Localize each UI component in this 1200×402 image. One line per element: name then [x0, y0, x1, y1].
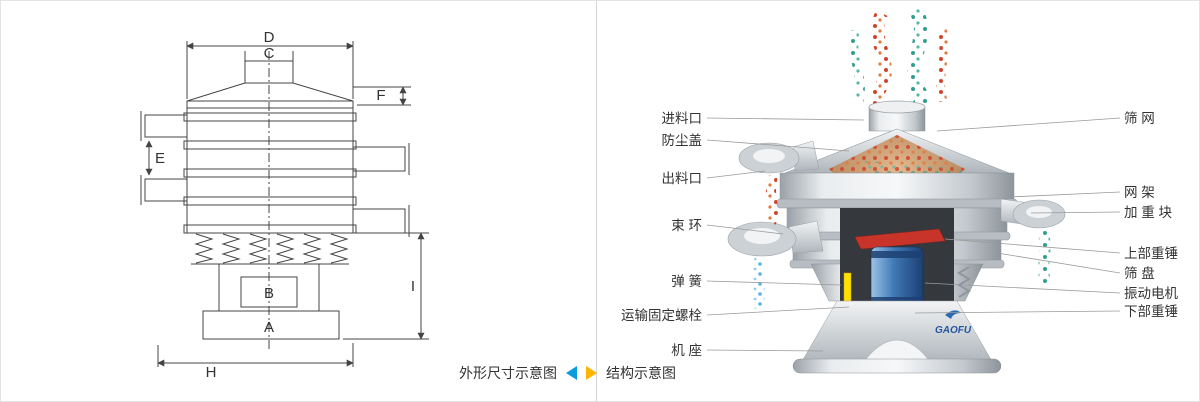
label-upper-weight: 上部重锤 [1124, 246, 1178, 261]
machine-base-part [792, 300, 1002, 374]
machine-illustration: GAOFU [727, 5, 1066, 374]
left-outlets [727, 140, 824, 257]
structure-diagram-panel: GAOFU [597, 1, 1199, 401]
sieve-body-drawing [183, 108, 357, 234]
left-diagram-caption: 外形尺寸示意图 [459, 365, 557, 381]
label-screen-mesh: 筛 网 [1124, 111, 1155, 126]
red-particles-falling [766, 174, 778, 225]
teal-particles-falling [1037, 229, 1053, 288]
spring-coil-right [957, 266, 971, 298]
right-outlet-pipes-drawing [353, 143, 410, 237]
right-outlet [1000, 198, 1066, 229]
dimension-label-E: E [155, 150, 165, 167]
label-spring: 弹 簧 [671, 274, 702, 289]
dimension-F-lines [353, 86, 411, 106]
dimension-I-lines [343, 232, 429, 340]
dimension-label-A: A [264, 319, 274, 336]
label-clamp-ring: 束 环 [671, 218, 702, 233]
label-feed-inlet: 进料口 [662, 111, 703, 126]
caption-bar: 外形尺寸示意图 结构示意图 [459, 363, 676, 383]
base-drawing [202, 264, 340, 340]
structure-drawing: GAOFU [621, 5, 1178, 374]
label-vibration-motor: 振动电机 [1124, 286, 1178, 301]
dimension-label-D: D [264, 29, 275, 46]
blue-particles-falling [750, 257, 766, 312]
label-machine-base: 机 座 [671, 343, 702, 358]
incoming-particle-streams [849, 5, 949, 119]
upper-weight-part [854, 228, 946, 250]
panel-divider [596, 1, 597, 401]
dimension-label-C: C [264, 45, 275, 62]
label-lower-weight: 下部重锤 [1124, 304, 1178, 319]
spring-part [843, 272, 852, 304]
dimension-label-H: H [206, 364, 217, 381]
label-transport-fixing-bolt: 运输固定螺栓 [621, 308, 702, 323]
label-dust-cover: 防尘盖 [662, 133, 703, 148]
dimension-label-I: I [411, 278, 415, 295]
lid-drawing [186, 82, 354, 109]
left-outlet-pipes-drawing [140, 111, 187, 205]
left-arrow-icon [566, 366, 577, 380]
dimension-label-F: F [376, 87, 385, 104]
dimension-diagram-panel: D C F E B A H I [1, 1, 596, 401]
right-arrow-icon [586, 366, 597, 380]
label-screen-pan: 筛 盘 [1124, 265, 1155, 281]
brand-text: GAOFU [935, 325, 972, 336]
label-mesh-frame: 网 架 [1124, 185, 1155, 200]
right-diagram-caption: 结构示意图 [606, 365, 676, 381]
label-weight-block: 加 重 块 [1124, 205, 1173, 220]
dimension-drawing: D C F E B A H I [140, 29, 429, 381]
dimension-D-lines [186, 41, 354, 99]
machine-outline-drawing [140, 41, 429, 367]
springs-drawing [191, 232, 349, 265]
dimension-H-lines [157, 343, 354, 367]
dimension-label-B: B [264, 285, 274, 302]
label-discharge-outlet: 出料口 [662, 171, 703, 186]
leader-lines [706, 117, 1121, 352]
feed-inlet-part [868, 100, 926, 132]
